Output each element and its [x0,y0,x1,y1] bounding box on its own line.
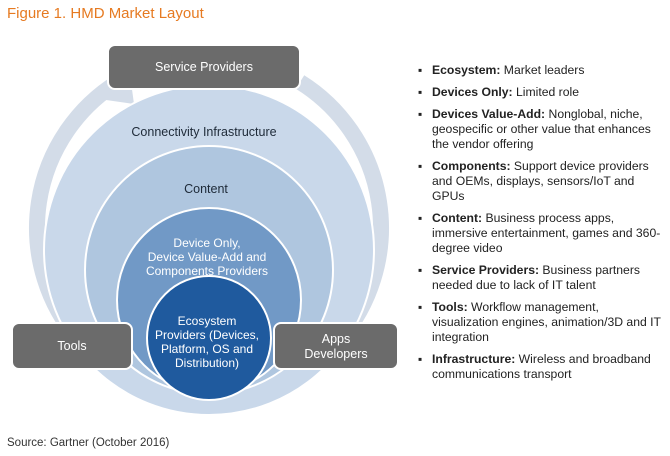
legend-term: Infrastructure: [432,352,516,366]
bullet-icon: ▪ [418,300,423,314]
service-providers-box: Service Providers [107,44,301,90]
ecosystem-label-line3: Platform, OS and [161,342,253,356]
legend-desc: Market leaders [500,63,585,77]
ecosystem-label-line2: Providers (Devices, [155,328,259,342]
devices-label-line3: Components Providers [146,264,268,278]
bullet-icon: ▪ [418,85,423,99]
legend-term: Content: [432,211,483,225]
legend-desc: Business process apps, immersive enterta… [432,211,661,255]
source-note: Source: Gartner (October 2016) [7,437,170,449]
ecosystem-label: Ecosystem Providers (Devices, Platform, … [155,314,259,370]
legend-item-devices-value-add: ▪ Devices Value-Add: Nonglobal, niche, ge… [418,107,666,152]
bullet-icon: ▪ [418,211,423,225]
devices-label-line2: Device Value-Add and [148,250,267,264]
legend-desc: Limited role [512,85,580,99]
legend-desc: Workflow management, visualization engin… [432,300,661,344]
devices-label: Device Only, Device Value-Add and Compon… [146,236,268,278]
devices-label-line1: Device Only, [173,236,240,250]
legend-list: ▪ Ecosystem: Market leaders ▪ Devices Only… [418,63,666,389]
bullet-icon: ▪ [418,263,423,277]
apps-label-line2: Developers [304,347,367,361]
content-label: Content [184,182,228,196]
bullet-icon: ▪ [418,107,423,121]
ring-ecosystem [146,275,272,401]
legend-item-infrastructure: ▪ Infrastructure: Wireless and broadband … [418,352,666,382]
apps-label-line1: Apps [322,332,351,346]
connectivity-label: Connectivity Infrastructure [131,125,276,139]
bullet-icon: ▪ [418,352,423,366]
legend-desc: Support device providers and OEMs, displ… [432,159,649,203]
figure-title: Figure 1. HMD Market Layout [7,5,204,22]
legend-item-devices-only: ▪ Devices Only: Limited role [418,85,666,100]
legend-item-content: ▪ Content: Business process apps, immersi… [418,211,666,256]
ecosystem-label-line1: Ecosystem [178,314,237,328]
legend-item-service-providers: ▪ Service Providers: Business partners ne… [418,263,666,293]
tools-box: Tools [11,322,133,370]
legend-term: Components: [432,159,511,173]
tools-label: Tools [57,339,86,353]
apps-developers-box: Apps Developers [273,322,399,370]
legend-desc: Wireless and broadband communications tr… [432,352,651,381]
legend-item-tools: ▪ Tools: Workflow management, visualizati… [418,300,666,345]
legend-item-ecosystem: ▪ Ecosystem: Market leaders [418,63,666,78]
legend-term: Devices Value-Add: [432,107,546,121]
ecosystem-label-line4: Distribution) [175,356,239,370]
legend-desc: Business partners needed due to lack of … [432,263,640,292]
legend-desc: Nonglobal, niche, geospecific or other v… [432,107,651,151]
service-providers-label: Service Providers [155,60,253,74]
bullet-icon: ▪ [418,159,423,173]
legend-term: Tools: [432,300,468,314]
bullet-icon: ▪ [418,63,423,77]
legend-item-components: ▪ Components: Support device providers an… [418,159,666,204]
legend-term: Ecosystem: [432,63,501,77]
legend-term: Service Providers: [432,263,540,277]
legend-term: Devices Only: [432,85,513,99]
